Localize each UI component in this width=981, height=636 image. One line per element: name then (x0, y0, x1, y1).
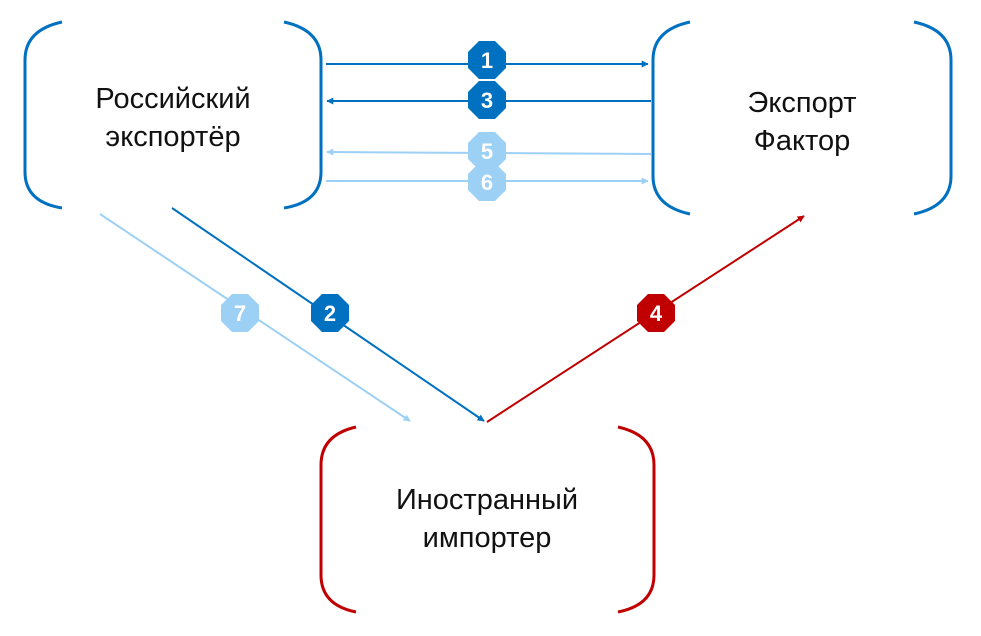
step-badge-6: 6 (468, 163, 506, 201)
step-badge-2-label: 2 (324, 301, 336, 326)
importer-node-brackets (319, 425, 656, 614)
exporter-label-line1: Российский (95, 83, 251, 115)
exporter-label-line2: экспортёр (105, 121, 241, 153)
factor-label-line2: Фактор (753, 125, 851, 157)
step-badge-1: 1 (468, 41, 506, 79)
exporter-label: Российский экспортёр (40, 80, 306, 156)
step-badge-7-label: 7 (234, 301, 246, 326)
step-badge-4: 4 (637, 294, 675, 332)
exporter-right-bracket (283, 20, 323, 210)
importer-label-line1: Иностранный (395, 484, 579, 516)
factor-left-bracket (651, 20, 691, 216)
factor-label-line1: Экспорт (747, 87, 857, 119)
step-badge-3-label: 3 (481, 88, 493, 113)
step-badge-5: 5 (468, 132, 506, 170)
step-badge-6-label: 6 (481, 170, 493, 195)
factor-right-bracket (913, 20, 953, 216)
importer-left-bracket (319, 425, 357, 614)
importer-label-line2: импортер (422, 522, 552, 554)
step-badge-5-label: 5 (481, 139, 493, 164)
step-badge-1-label: 1 (481, 48, 493, 73)
step-badge-3: 3 (468, 81, 506, 119)
importer-label: Иностранный импортер (336, 481, 638, 557)
factor-node-brackets (651, 20, 953, 216)
exporter-node-brackets (23, 20, 323, 210)
step-badge-7: 7 (221, 294, 259, 332)
factor-label: Экспорт Фактор (668, 84, 936, 160)
importer-right-bracket (617, 425, 656, 614)
step-badge-2: 2 (311, 294, 349, 332)
step-badge-4-label: 4 (650, 301, 663, 326)
exporter-left-bracket (23, 20, 63, 210)
